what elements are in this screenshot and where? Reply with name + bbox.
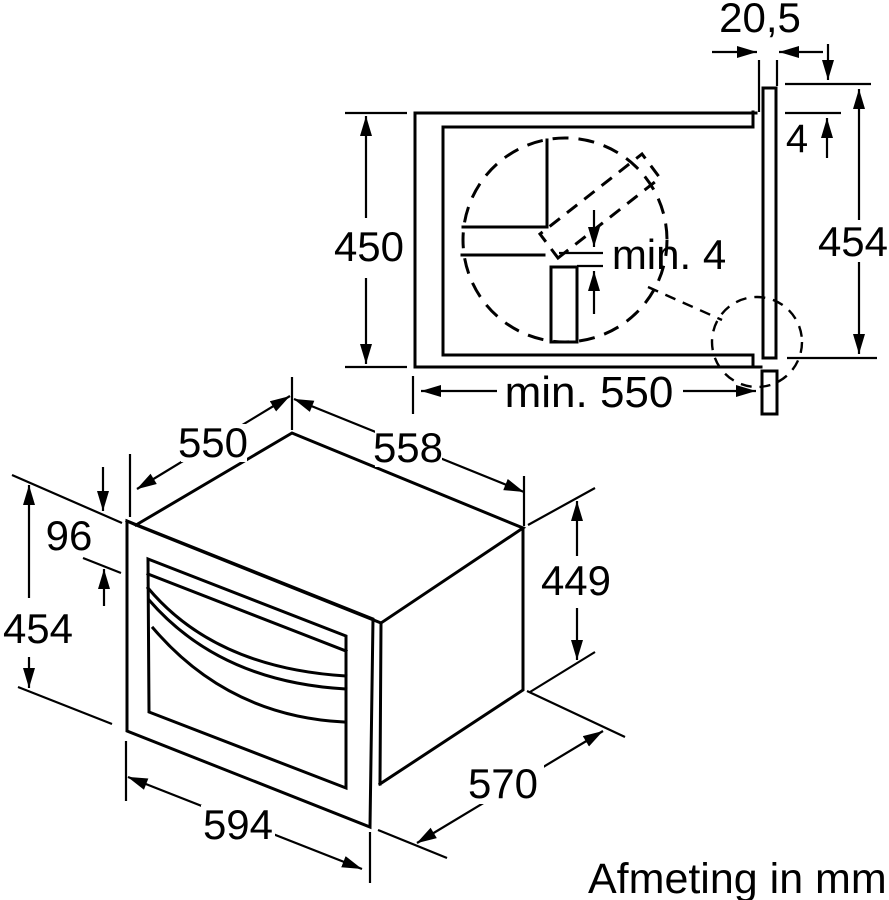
units-caption: Afmeting in mm	[588, 855, 887, 900]
dim-label-panel-thickness: 20,5	[719, 0, 801, 41]
door-handle-curve-3	[150, 625, 346, 724]
detail-circle	[710, 295, 804, 389]
ext-lines-total-depth	[377, 690, 626, 860]
dim-label-top-offset: 96	[46, 512, 93, 559]
door-section-bar	[549, 265, 579, 344]
ext-lines-front-width	[124, 741, 372, 883]
tick-front-height-left	[17, 685, 113, 726]
label-bg	[462, 764, 544, 804]
niche-section-view: 20,5 4 450 min. 4 454 min. 550	[334, 0, 889, 417]
right-face-edges	[377, 526, 525, 787]
door-panel-strip-line	[146, 572, 348, 653]
dim-label-total-depth: 570	[468, 760, 538, 807]
ticks-top-overlap	[785, 82, 871, 115]
cabinet-outer-contour	[413, 111, 763, 369]
dim-label-body-depth: 550	[178, 419, 248, 466]
label-bg	[817, 222, 889, 262]
shelf-corner-line	[461, 138, 549, 229]
dim-label-body-width: 558	[373, 424, 443, 471]
dim-label-top-overlap: 4	[786, 117, 808, 161]
label-bg	[375, 429, 442, 467]
dim-label-min-gap: min. 4	[612, 231, 726, 278]
niche-inner-contour	[441, 125, 755, 357]
door-handle-curve-1	[145, 585, 348, 678]
dim-label-front-height-right: 454	[818, 218, 888, 265]
front-frame-panel	[761, 86, 778, 360]
dim-label-body-height: 449	[541, 557, 611, 604]
ext-lines-body-depth	[128, 377, 294, 517]
door-handle-curve-2	[146, 597, 348, 691]
rotation-clearance-circle	[461, 136, 669, 344]
dim-label-min-depth: min. 550	[505, 368, 674, 417]
front-frame-panel-lower	[760, 369, 779, 416]
open-door-flap-dashed	[537, 151, 663, 261]
label-bg	[340, 226, 398, 266]
label-bg	[1, 609, 75, 649]
label-bg	[201, 805, 275, 845]
dim-label-front-height-left: 454	[3, 605, 73, 652]
ext-lines-panel-thickness	[757, 60, 779, 112]
ticks-body-height	[527, 487, 596, 693]
label-bg	[539, 562, 613, 600]
dim-label-front-width: 594	[203, 801, 273, 848]
oven-isometric-view: 550 558 96 454 449 594 570	[1, 377, 626, 883]
ticks-min-gap	[559, 251, 603, 268]
label-bg	[181, 424, 247, 462]
ticks-top-offset	[11, 473, 123, 575]
detail-leader-dashed	[647, 285, 723, 322]
frame-back-edges	[125, 519, 383, 786]
dim-label-niche-height: 450	[334, 223, 404, 270]
ticks-niche-height	[345, 111, 407, 369]
